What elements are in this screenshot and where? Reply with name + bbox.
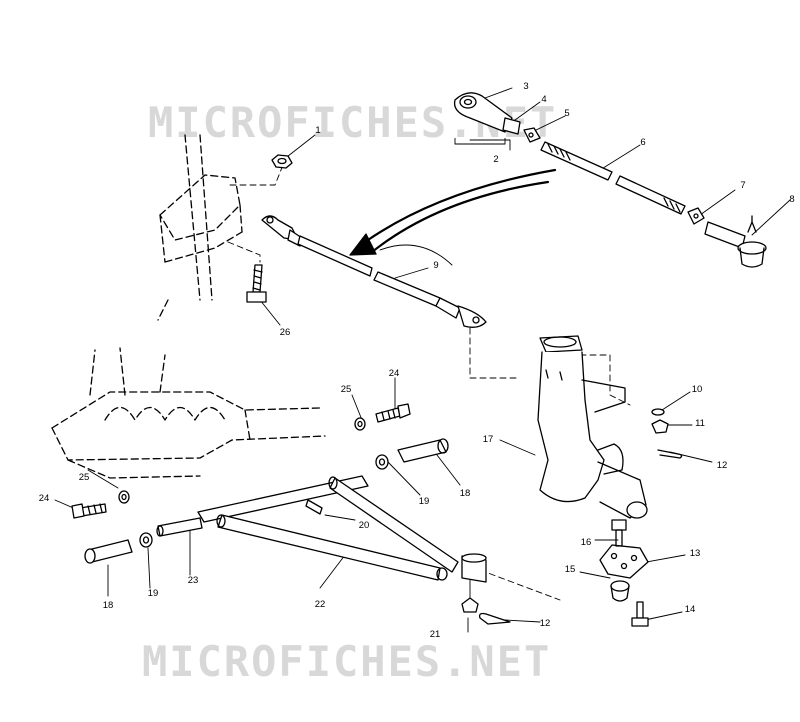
callout-19: 19: [148, 588, 159, 599]
callout-13: 13: [690, 548, 701, 559]
callout-9: 9: [433, 260, 438, 271]
callout-21: 21: [430, 629, 441, 640]
callout-26: 26: [280, 327, 291, 338]
callout-20: 20: [359, 520, 370, 531]
callout-19: 19: [419, 496, 430, 507]
callout-12: 12: [717, 460, 728, 471]
frame-outline-upper: [157, 134, 243, 321]
callout-16: 16: [581, 537, 592, 548]
frame-outline-lower: [51, 347, 326, 479]
part-6-tie-rod: [540, 141, 686, 215]
callout-labels: 1234567891011121213141516171818191920212…: [39, 81, 795, 640]
part-17-spindle: [537, 335, 648, 519]
part-5-jam-nut: [523, 127, 541, 143]
part-16-bolt: [611, 519, 627, 547]
part-18-pivot-tube-lower: [84, 539, 133, 564]
callout-17: 17: [483, 434, 494, 445]
callout-23: 23: [188, 575, 199, 586]
part-4-jam-nut: [502, 117, 521, 135]
callout-18: 18: [103, 600, 114, 611]
part-24-bolt-upper: [375, 403, 411, 423]
part-21-castle-nut: [461, 597, 479, 613]
part-15-ball-joint: [610, 580, 630, 602]
part-25-washer-lower: [118, 490, 130, 504]
callout-24: 24: [389, 368, 400, 379]
assembly-arrow: [349, 168, 557, 256]
callout-24: 24: [39, 493, 50, 504]
callout-2: 2: [493, 154, 498, 165]
part-7-jam-nut: [687, 207, 705, 225]
part-19-bushing-lower: [139, 532, 153, 548]
callout-12: 12: [540, 618, 551, 629]
part-12-cotter-pin-lower: [478, 612, 511, 625]
callout-10: 10: [692, 384, 703, 395]
callout-1: 1: [315, 125, 320, 136]
callout-22: 22: [315, 599, 326, 610]
callout-6: 6: [640, 137, 645, 148]
callout-5: 5: [564, 108, 569, 119]
part-1-nut: [271, 154, 293, 169]
callout-3: 3: [523, 81, 528, 92]
part-26-bolt: [246, 264, 267, 303]
part-22-a-arm: [197, 475, 487, 583]
part-18-pivot-tube-upper: [397, 438, 449, 463]
part-12-cotter-pin-upper: [657, 449, 683, 459]
part-10-washer: [651, 408, 665, 416]
part-13-plate: [599, 544, 649, 579]
callout-4: 4: [541, 94, 546, 105]
part-23-pivot-shaft: [156, 517, 203, 537]
part-20-grease-fitting: [305, 499, 323, 515]
part-19-bushing-upper: [375, 454, 389, 470]
part-24-bolt-lower: [71, 503, 107, 519]
callout-15: 15: [565, 564, 576, 575]
callout-18: 18: [460, 488, 471, 499]
part-11-castle-nut: [651, 419, 669, 434]
callout-25: 25: [341, 384, 352, 395]
callout-7: 7: [740, 180, 745, 191]
part-2-bracket: [454, 138, 506, 145]
callout-14: 14: [685, 604, 696, 615]
part-8-tie-rod-end: [704, 215, 767, 268]
part-25-washer-upper: [354, 417, 366, 431]
callout-25: 25: [79, 472, 90, 483]
watermark-bottom: MICROFICHES.NET: [142, 637, 551, 686]
callout-11: 11: [695, 418, 705, 429]
part-9-tie-rod: [261, 215, 487, 328]
part-14-bolt: [631, 601, 649, 627]
callout-8: 8: [789, 194, 794, 205]
